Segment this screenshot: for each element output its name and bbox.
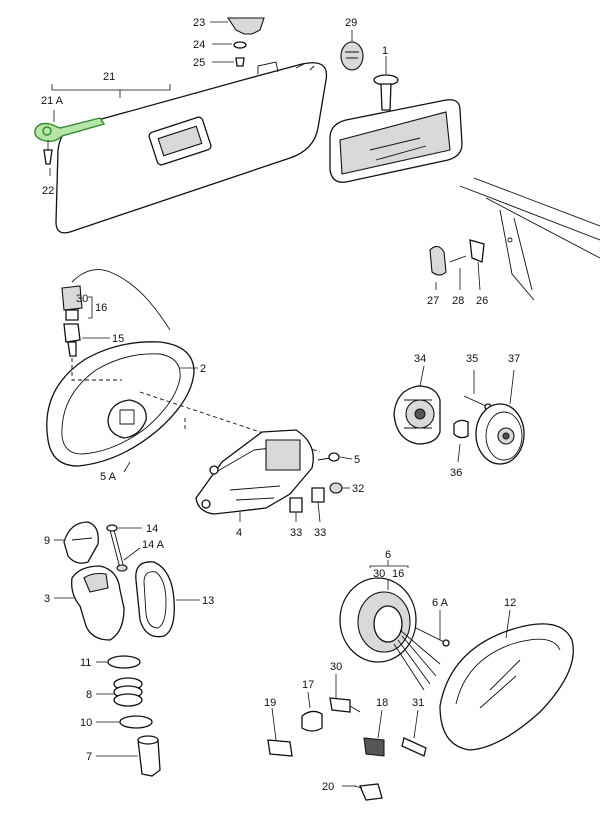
interior-mirror [329, 74, 463, 183]
mirror-base-bracket [195, 429, 314, 515]
callout-12: 12 [504, 597, 516, 609]
callout-14a: 14 A [142, 539, 165, 551]
callout-30-drive: 30 [373, 568, 385, 580]
callout-3: 3 [44, 593, 50, 605]
callout-21a: 21 A [41, 95, 64, 107]
arm-cover [63, 521, 99, 564]
windshield-corner [459, 177, 600, 301]
remote-switch-cable [61, 269, 171, 357]
callout-4: 4 [236, 527, 242, 539]
callout-16-upper: 16 [95, 302, 107, 314]
arm-gasket [135, 561, 175, 638]
callout-5: 5 [354, 454, 360, 466]
callout-28: 28 [452, 295, 464, 307]
sun-visor-hinge-highlighted [34, 117, 106, 165]
callout-20: 20 [322, 781, 334, 793]
callout-34: 34 [414, 353, 426, 365]
mirror-drive-assembly [339, 577, 441, 691]
callout-13: 13 [202, 595, 214, 607]
spring-stack [107, 655, 153, 729]
callout-31: 31 [412, 697, 424, 709]
callout-29: 29 [345, 17, 357, 29]
visor-clip [226, 17, 265, 67]
small-connectors [267, 697, 427, 801]
callout-22: 22 [42, 185, 54, 197]
mounting-stud [137, 735, 161, 777]
mirror-mount-small-parts [429, 239, 485, 276]
callout-7: 7 [86, 751, 92, 763]
callout-6: 6 [385, 549, 391, 561]
mirror-arm [71, 565, 125, 641]
dashed-assembly-lines [71, 358, 321, 453]
callout-17: 17 [302, 679, 314, 691]
callout-18: 18 [376, 697, 388, 709]
callout-11: 11 [80, 657, 91, 669]
callout-35: 35 [466, 353, 478, 365]
callout-labels: 21 21 A 22 23 24 25 29 1 27 28 26 30 16 … [41, 17, 520, 793]
callout-9: 9 [44, 535, 50, 547]
callout-leaders [49, 21, 515, 787]
callout-15: 15 [112, 333, 124, 345]
drive-screw [415, 627, 450, 647]
callout-1: 1 [382, 45, 388, 57]
callout-2: 2 [200, 363, 206, 375]
callout-8: 8 [86, 689, 92, 701]
motor-screw [463, 395, 492, 411]
callout-25: 25 [193, 57, 205, 69]
callout-24: 24 [193, 39, 205, 51]
motor-bushing [453, 419, 469, 439]
exterior-mirror-housing [46, 341, 195, 467]
screw-and-nut [106, 524, 128, 572]
exterior-mirror-glass [439, 623, 574, 751]
callout-33-right: 33 [314, 527, 326, 539]
callout-30-upper: 30 [76, 293, 88, 305]
callout-6a: 6 A [432, 597, 449, 609]
callout-23: 23 [193, 17, 205, 29]
callout-27: 27 [427, 295, 439, 307]
callout-36: 36 [450, 467, 462, 479]
callout-26: 26 [476, 295, 488, 307]
adjuster-motor [393, 385, 441, 445]
callout-19: 19 [264, 697, 276, 709]
sun-visor [55, 61, 328, 234]
callout-16-drive: 16 [392, 568, 404, 580]
callout-14: 14 [146, 523, 158, 535]
mirror-cover-cap [340, 41, 364, 71]
callout-10: 10 [80, 717, 92, 729]
callout-33-left: 33 [290, 527, 302, 539]
callout-5a: 5 A [100, 471, 117, 483]
callout-30-lower: 30 [330, 661, 342, 673]
callout-32: 32 [352, 483, 364, 495]
bracket-pins [289, 452, 343, 513]
callout-21: 21 [103, 71, 115, 83]
mirror-glass-carrier [475, 403, 525, 465]
callout-37: 37 [508, 353, 520, 365]
